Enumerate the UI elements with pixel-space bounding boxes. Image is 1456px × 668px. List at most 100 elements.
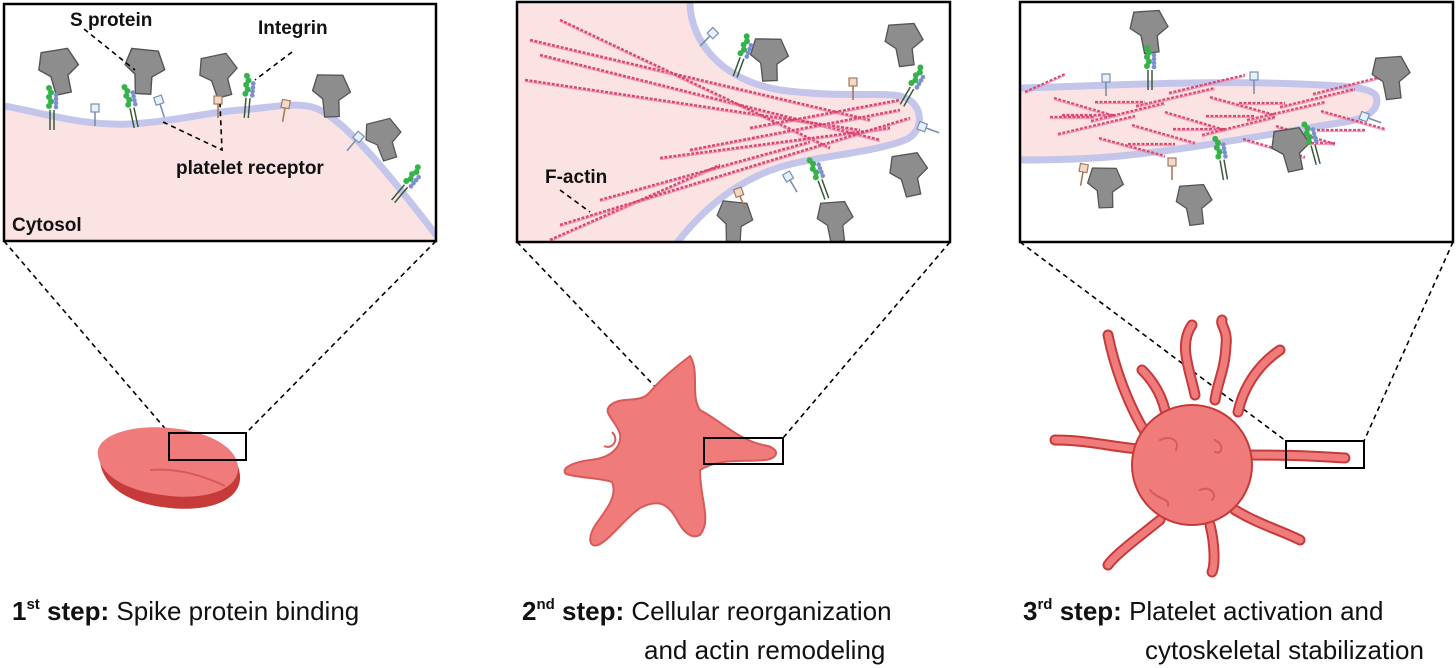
spike-protein-icon (1271, 126, 1311, 173)
cytosol-region (4, 105, 436, 241)
actin-filament (1164, 110, 1226, 133)
actin-filament (659, 126, 891, 161)
step-3-number: 3 (1023, 596, 1038, 626)
spike-protein-icon (1371, 55, 1411, 101)
s-protein-leader (83, 28, 136, 71)
cell-membrane (1020, 79, 1381, 164)
integrin-group (46, 72, 422, 204)
caption-step-3: 3rd step: Platelet activation and cytosk… (1023, 594, 1424, 668)
integrin-icon (242, 72, 256, 119)
step-3-title-line1: Platelet activation and (1129, 596, 1384, 626)
cytosol-label: Cytosol (12, 215, 82, 236)
actin-network-group (1024, 72, 1386, 160)
zoom-box-1 (168, 432, 247, 461)
integrin-icon (1212, 135, 1229, 181)
actin-filament-group (524, 18, 911, 242)
actin-filament (1209, 95, 1276, 118)
platelet-receptor-icon (848, 77, 858, 100)
platelet-receptor-label: platelet receptor (176, 158, 324, 179)
actin-filament (1098, 136, 1166, 159)
zoom-lines-1 (3, 240, 437, 434)
activated-platelet-illustration (1049, 314, 1351, 578)
actin-filament (1135, 86, 1216, 109)
integrin-group (732, 33, 926, 200)
receptor-leader (162, 103, 223, 152)
inset-frame (515, 0, 952, 244)
step-2-title-line1: Cellular reorganization (631, 596, 892, 626)
spike-protein-icon (199, 52, 238, 99)
integrin-leader (254, 51, 293, 81)
step-3-title-line2: cytoskeletal stabilization (1145, 635, 1424, 665)
f-actin-leader (559, 189, 591, 213)
step-2-title-line2: and actin remodeling (644, 635, 886, 665)
integrin-icon (732, 33, 754, 78)
actin-filament (1201, 115, 1276, 138)
caption-step-1: 1st step: Spike protein binding (12, 594, 359, 633)
platelet-receptor-group (699, 26, 940, 210)
spike-protein-icon (1175, 183, 1213, 227)
actin-filament (1246, 100, 1326, 123)
s-protein-label: S protein (70, 10, 152, 31)
actin-filament (1128, 142, 1175, 147)
actin-filament (749, 98, 901, 131)
step-3-word: step: (1059, 596, 1122, 626)
actin-filament (1317, 128, 1365, 133)
f-actin-label: F-actin (545, 167, 607, 188)
platelet-receptor-icon (699, 26, 720, 47)
platelet-receptor-icon (1078, 162, 1090, 186)
actin-filament (1239, 101, 1285, 106)
platelet-receptor-icon (1167, 157, 1177, 180)
actin-filament (1024, 72, 1066, 95)
step-2-number: 2 (522, 596, 537, 626)
spike-protein-icon (816, 200, 854, 242)
platelet-receptor-icon (781, 170, 798, 193)
step-2-word: step: (562, 596, 625, 626)
spike-protein-icon (124, 47, 166, 95)
platelet-receptor-icon (152, 94, 166, 118)
integrin-group (1144, 45, 1321, 181)
actin-filament (1050, 115, 1095, 120)
integrin-label: Integrin (258, 18, 328, 39)
step-1-number: 1 (12, 596, 27, 626)
platelet-receptor-icon (1249, 71, 1259, 94)
actin-filament (539, 53, 881, 143)
platelet-receptor-group (90, 94, 366, 152)
platelet-receptor-icon (280, 98, 292, 122)
actin-filament (529, 38, 871, 123)
actin-filament (1090, 101, 1166, 124)
actin-filament (559, 18, 831, 151)
integrin-icon (1144, 45, 1157, 90)
step-1-suffix: st (26, 596, 40, 613)
spike-protein-icon (749, 38, 790, 82)
spike-protein-icon (716, 200, 754, 242)
spike-protein-icon (889, 151, 929, 198)
panel-3-inset (1018, 0, 1455, 244)
platelet-receptor-icon (1101, 73, 1111, 96)
actin-filament (1095, 100, 1145, 105)
panel-2-inset: F-actin (515, 0, 952, 244)
step-1-word: step: (47, 596, 110, 626)
platelet-receptor-icon (213, 95, 223, 118)
step-3-suffix: rd (1037, 596, 1053, 613)
spreading-platelet-illustration (563, 354, 777, 547)
actin-filament (1312, 74, 1386, 97)
platelet-receptor-icon (732, 186, 746, 210)
zoom-lines-3 (1019, 241, 1454, 442)
actin-filament (524, 78, 861, 133)
spike-protein-icon (1129, 9, 1169, 55)
platelet-receptor-icon (346, 130, 366, 152)
actin-filament (1320, 109, 1386, 132)
actin-filament (1053, 96, 1116, 119)
platelet-receptor-icon (90, 103, 100, 126)
inset-frame (2, 2, 438, 243)
cell-membrane (673, 2, 923, 242)
platelet-receptor-icon (916, 120, 940, 134)
step-2-suffix: nd (536, 596, 555, 613)
step-1-title: Spike protein binding (116, 596, 360, 626)
actin-filament (1057, 114, 1136, 137)
integrin-icon (391, 164, 422, 204)
actin-filament (1168, 73, 1246, 96)
inset-frame (1018, 0, 1455, 244)
spike-protein-icon (884, 22, 924, 68)
